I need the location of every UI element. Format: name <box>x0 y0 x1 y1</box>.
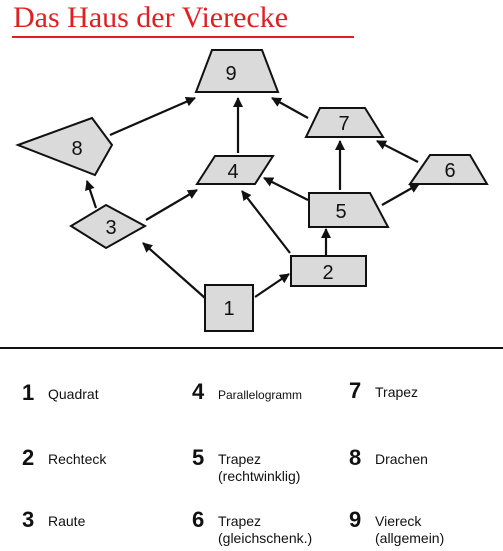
legend-number: 4 <box>192 379 205 404</box>
legend-label: Trapez <box>218 451 262 467</box>
isosceles-trapezoid-shape-7 <box>304 107 385 138</box>
legend-number: 5 <box>192 445 205 470</box>
edge-1-to-3 <box>142 242 206 299</box>
node-4-label: 4 <box>227 161 238 183</box>
general-quadrilateral-shape <box>194 49 280 93</box>
node-6: 6 <box>408 154 489 185</box>
legend-number: 9 <box>349 507 362 532</box>
edge-7-to-9 <box>271 97 309 119</box>
rhombus-shape <box>69 203 148 250</box>
node-5: 5 <box>308 192 390 228</box>
legend-number: 7 <box>349 378 362 403</box>
legend-sublabel: (allgemein) <box>375 530 445 546</box>
legend-label: Parallelogramm <box>218 388 303 402</box>
legend-label: Raute <box>48 513 86 529</box>
edge-5-to-4 <box>263 177 309 201</box>
node-7-label: 7 <box>338 113 349 135</box>
node-3: 3 <box>69 203 148 250</box>
node-1-label: 1 <box>223 298 234 320</box>
page-title: Das Haus der Vierecke <box>13 1 289 34</box>
title-underline <box>12 36 354 38</box>
node-8: 8 <box>15 116 114 177</box>
node-8-label: 8 <box>71 138 82 160</box>
rectangle-shape <box>290 255 367 287</box>
divider <box>0 347 503 349</box>
legend-number: 8 <box>349 445 362 470</box>
legend-number: 6 <box>192 507 205 532</box>
node-4: 4 <box>195 155 275 185</box>
node-9: 9 <box>194 49 280 93</box>
parallelogram-shape <box>195 155 275 185</box>
edge-3-to-4 <box>145 189 198 221</box>
legend-label: Viereck <box>375 513 422 529</box>
node-3-label: 3 <box>105 217 116 239</box>
legend-number: 2 <box>22 445 35 470</box>
isosceles-trapezoid-shape-6 <box>408 154 489 185</box>
edge-6-to-7 <box>376 140 419 163</box>
node-9-label: 9 <box>225 63 236 85</box>
right-trapezoid-shape <box>308 192 390 228</box>
edges <box>85 96 420 299</box>
legend-number: 1 <box>22 380 35 405</box>
legend-sublabel: (rechtwinklig) <box>218 468 301 484</box>
square-shape <box>204 284 254 332</box>
node-1: 1 <box>204 284 254 332</box>
node-6-label: 6 <box>444 160 455 182</box>
quadrilateral-hierarchy-diagram: 9 8 7 4 6 5 3 2 1 <box>15 49 489 332</box>
node-2: 2 <box>290 255 367 287</box>
legend-label: Rechteck <box>48 451 107 467</box>
legend-label: Trapez <box>218 513 262 529</box>
kite-shape <box>15 116 114 177</box>
node-7: 7 <box>304 107 385 138</box>
legend-number: 3 <box>22 507 35 532</box>
legend-label: Trapez <box>375 384 419 400</box>
edge-2-to-4 <box>241 190 291 254</box>
node-2-label: 2 <box>322 262 333 284</box>
legend-sublabel: (gleichschenk.) <box>218 530 313 546</box>
legend-label: Drachen <box>375 451 428 467</box>
node-5-label: 5 <box>335 201 346 223</box>
legend-label: Quadrat <box>48 386 99 402</box>
edge-1-to-2 <box>254 273 290 298</box>
edge-3-to-8 <box>85 180 98 209</box>
edge-8-to-9 <box>109 96 196 137</box>
edge-5-to-6 <box>381 183 420 206</box>
